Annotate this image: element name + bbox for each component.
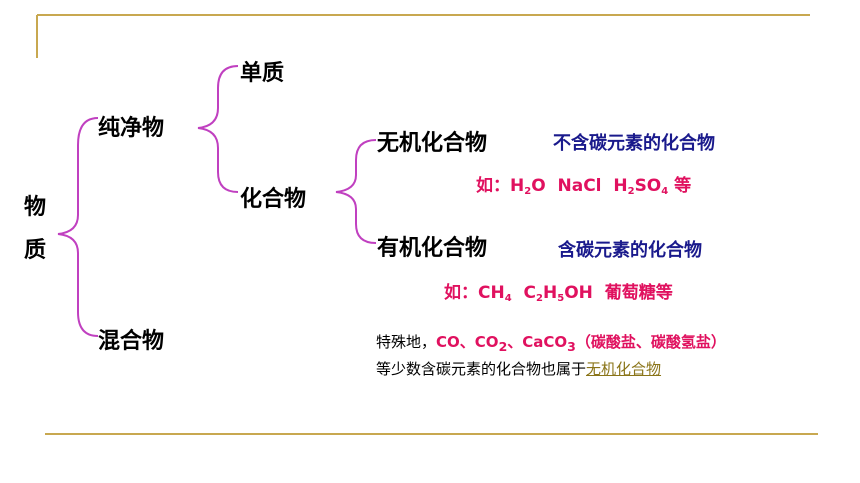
special-note: 特殊地，CO、CO2、CaCO3（碳酸盐、碳酸氢盐） 等少数含碳元素的化合物也属… [376,331,726,380]
inorganic-compound-label: 无机化合物 [377,131,488,156]
root-char-2: 质 [24,238,47,263]
inorganic-examples: 如：H2O NaCl H2SO4 等 [476,176,692,197]
mixture-label: 混合物 [98,329,165,354]
organic-description: 含碳元素的化合物 [558,240,702,261]
organic-compound-label: 有机化合物 [377,236,488,261]
root-brace [57,117,99,337]
inorganic-compound-link[interactable]: 无机化合物 [586,360,662,378]
element-label: 单质 [240,61,285,86]
root-char-1: 物 [24,195,47,220]
compound-brace [335,139,377,244]
compound-label: 化合物 [240,187,307,212]
pure-brace [197,65,239,193]
pure-substance-label: 纯净物 [98,116,165,141]
note-line-1: 特殊地，CO、CO2、CaCO3（碳酸盐、碳酸氢盐） [376,333,726,354]
inorganic-description: 不含碳元素的化合物 [553,133,715,154]
organic-examples: 如：CH4 C2H5OH 葡萄糖等 [444,283,673,304]
note-line-2: 等少数含碳元素的化合物也属于无机化合物 [376,360,662,378]
